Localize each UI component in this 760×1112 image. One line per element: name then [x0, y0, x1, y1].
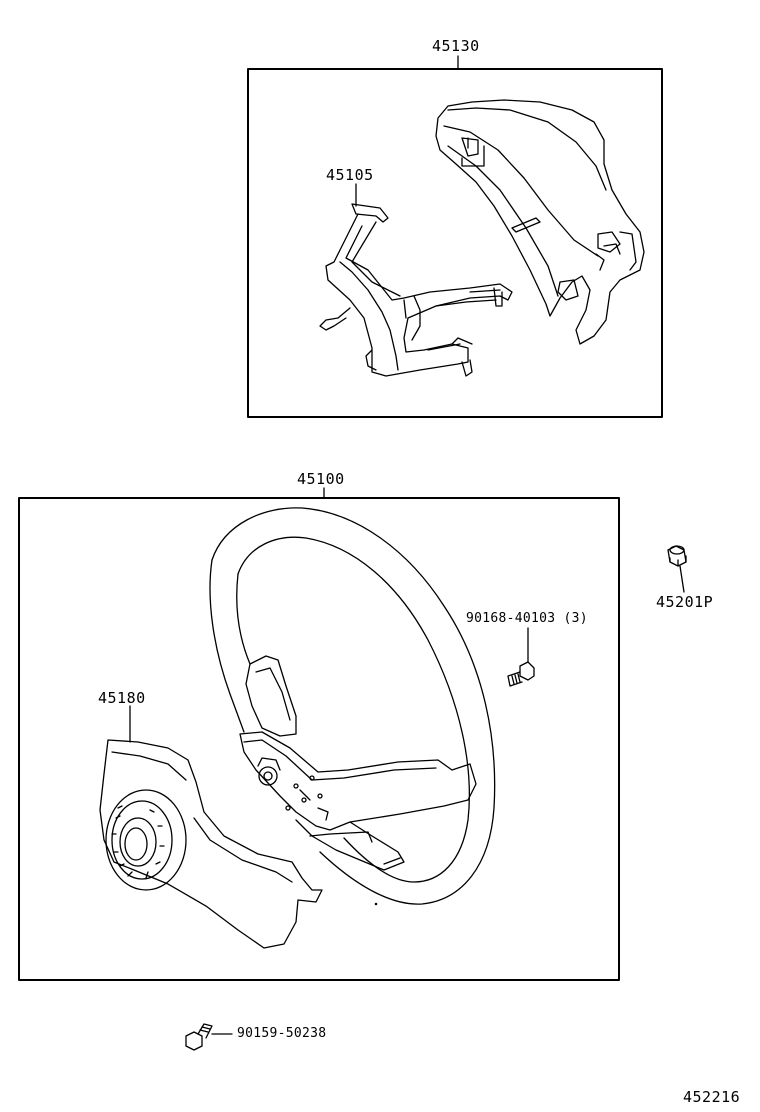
label-45105: 45105	[326, 166, 374, 184]
label-45180: 45180	[98, 689, 146, 707]
bracket-45105	[319, 183, 513, 377]
box-45100	[18, 487, 620, 981]
cover-45130	[435, 99, 645, 345]
label-90159-50238: 90159-50238	[237, 1026, 327, 1041]
nut-45201p	[667, 545, 687, 593]
bolt-90159-50238	[185, 1023, 233, 1051]
diagram-id: 452216	[683, 1088, 741, 1106]
box-45130	[247, 55, 663, 418]
horn-pad-45180	[99, 705, 323, 949]
label-45201p: 45201P	[656, 593, 714, 611]
steering-wheel-rim	[209, 507, 496, 905]
label-90168-40103: 90168-40103 (3)	[466, 611, 588, 626]
label-45130: 45130	[432, 37, 480, 55]
label-45100: 45100	[297, 470, 345, 488]
wheel-hub	[239, 655, 477, 906]
bolt-90168-40103	[507, 627, 535, 687]
